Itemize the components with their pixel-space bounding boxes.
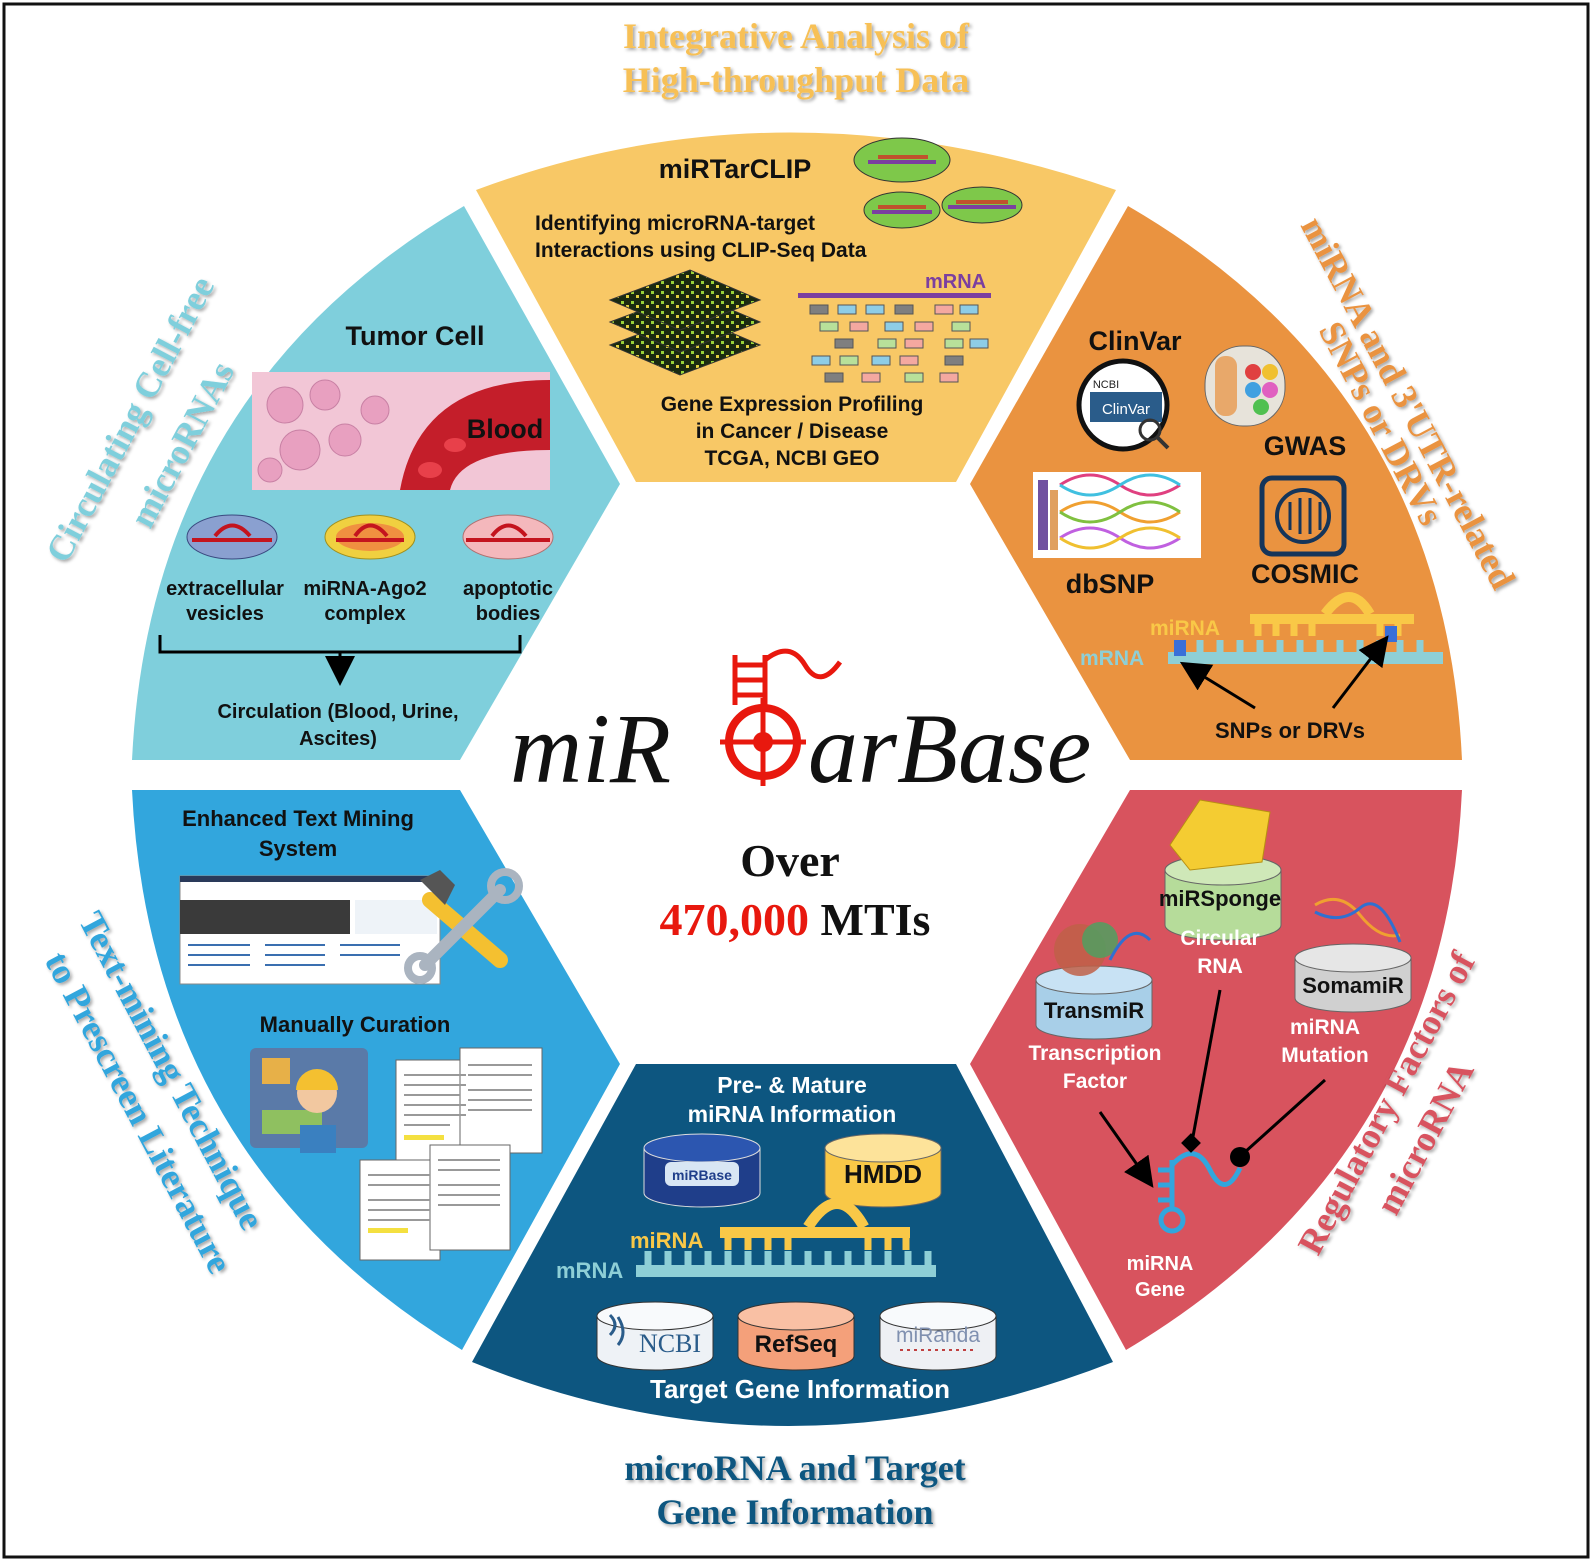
mirtarclip-title: miRTarCLIP [659,154,812,184]
mirtarclip-sub1: Identifying microRNA-target [535,212,815,235]
somamir-label: SomamiR [1302,973,1404,998]
clinvar-badge: ClinVar [1102,401,1150,418]
pre-line1: Pre- & Mature [717,1072,867,1098]
logo-mir: miR [510,693,671,804]
dbsnp-title: dbSNP [1066,569,1155,599]
tumor-cell-title: Tumor Cell [345,321,484,351]
gep-line3: TCGA, NCBI GEO [704,447,879,470]
cosmic-logo [1259,475,1347,557]
etm-line1: Enhanced Text Mining [182,806,414,831]
mrna-label-right: mRNA [1080,647,1144,670]
title-bottom-line2: Gene Information [657,1492,934,1532]
dbsnp-image [1033,472,1201,558]
clip-seq-icons [853,137,1023,229]
tumor-blood-image [252,372,550,490]
vesicle-icons [186,514,554,560]
apo-line2: bodies [476,603,540,625]
title-bottom-line1: microRNA and Target [624,1448,965,1488]
circulation-bracket [158,635,522,686]
blood-label: Blood [467,414,543,444]
pubmed-screenshot [179,875,441,985]
paper-stack [359,1047,543,1261]
clinvar-logo: ClinVar NCBI [1076,358,1170,452]
over-label: Over [740,835,840,886]
miranda-label: miRanda [896,1324,980,1347]
circular-line2: RNA [1197,955,1243,978]
mrna-label-top: mRNA [925,271,986,293]
segment-high-throughput [476,132,1116,482]
mm-line2: Mutation [1281,1044,1368,1067]
clinvar-title: ClinVar [1088,326,1182,356]
tf-line1: Transcription [1028,1042,1161,1065]
gwas-logo [1204,345,1286,427]
ncbi-label: NCBI [639,1329,701,1358]
mirsponge-label: miRSponge [1159,886,1281,911]
hmdd-db: HMDD [824,1133,942,1208]
gene-line1: miRNA [1127,1253,1194,1275]
ago-line2: complex [324,603,405,625]
ncbi-small: NCBI [1093,379,1119,391]
gep-line2: in Cancer / Disease [696,420,889,443]
tf-line2: Factor [1063,1070,1127,1093]
center-logo: miR arBase [510,648,1091,804]
ev-line2: vesicles [186,603,264,625]
etm-line2: System [259,836,337,861]
mrna-label-bottom: mRNA [556,1258,623,1283]
mm-line1: miRNA [1290,1016,1360,1039]
tools-icon [404,868,523,984]
mirna-gene-icon [1098,989,1327,1234]
mirna-mrna-duplex-right: miRNA mRNA [1080,592,1443,710]
mti-count: 470,000 [660,894,810,945]
ago-line1: miRNA-Ago2 [303,578,426,600]
snps-label: SNPs or DRVs [1215,718,1365,743]
mirna-label-bottom: miRNA [630,1228,703,1253]
microarray-icon [608,269,762,376]
gene-line2: Gene [1135,1279,1185,1301]
somamir-db: SomamiR [1294,897,1412,1013]
logo-arbase: arBase [808,693,1091,804]
mirsponge-db: miRSponge [1159,799,1282,941]
target-gene-label: Target Gene Information [650,1374,950,1404]
circulation-line1: Circulation (Blood, Urine, [217,701,458,723]
manual-curation-label: Manually Curation [260,1012,451,1037]
miranda-db: miRanda [879,1301,997,1371]
mirbase-db: miRBase [643,1133,761,1208]
gwas-title: GWAS [1264,431,1347,461]
mti-count-line: 470,000 MTIs [660,894,931,945]
mirna-label-right: miRNA [1150,617,1220,640]
gep-line1: Gene Expression Profiling [661,393,924,416]
hmdd-label: HMDD [844,1159,922,1189]
circular-line1: Circular [1180,927,1259,950]
mirbase-label: miRBase [672,1167,732,1183]
circulation-line2: Ascites) [299,728,377,750]
mirna-mrna-duplex-bottom: miRNA mRNA [556,1198,936,1283]
curator-icon [250,1048,368,1153]
transmir-label: TransmiR [1044,998,1144,1023]
title-top-line2: High-throughput Data [623,60,969,100]
read-alignment-icon: mRNA [798,271,991,383]
pre-line2: miRNA Information [688,1101,897,1127]
refseq-db: RefSeq [737,1301,855,1371]
transmir-db: TransmiR [1035,922,1153,1040]
mti-label: MTIs [821,894,931,945]
apo-line1: apoptotic [463,578,553,600]
ev-line1: extracellular [166,578,284,600]
target-icon [720,648,843,786]
mirtarclip-sub2: Interactions using CLIP-Seq Data [535,239,867,262]
title-top-line1: Integrative Analysis of [623,16,970,56]
refseq-label: RefSeq [755,1331,838,1358]
cosmic-title: COSMIC [1251,559,1359,589]
ncbi-db: NCBI [596,1301,714,1371]
